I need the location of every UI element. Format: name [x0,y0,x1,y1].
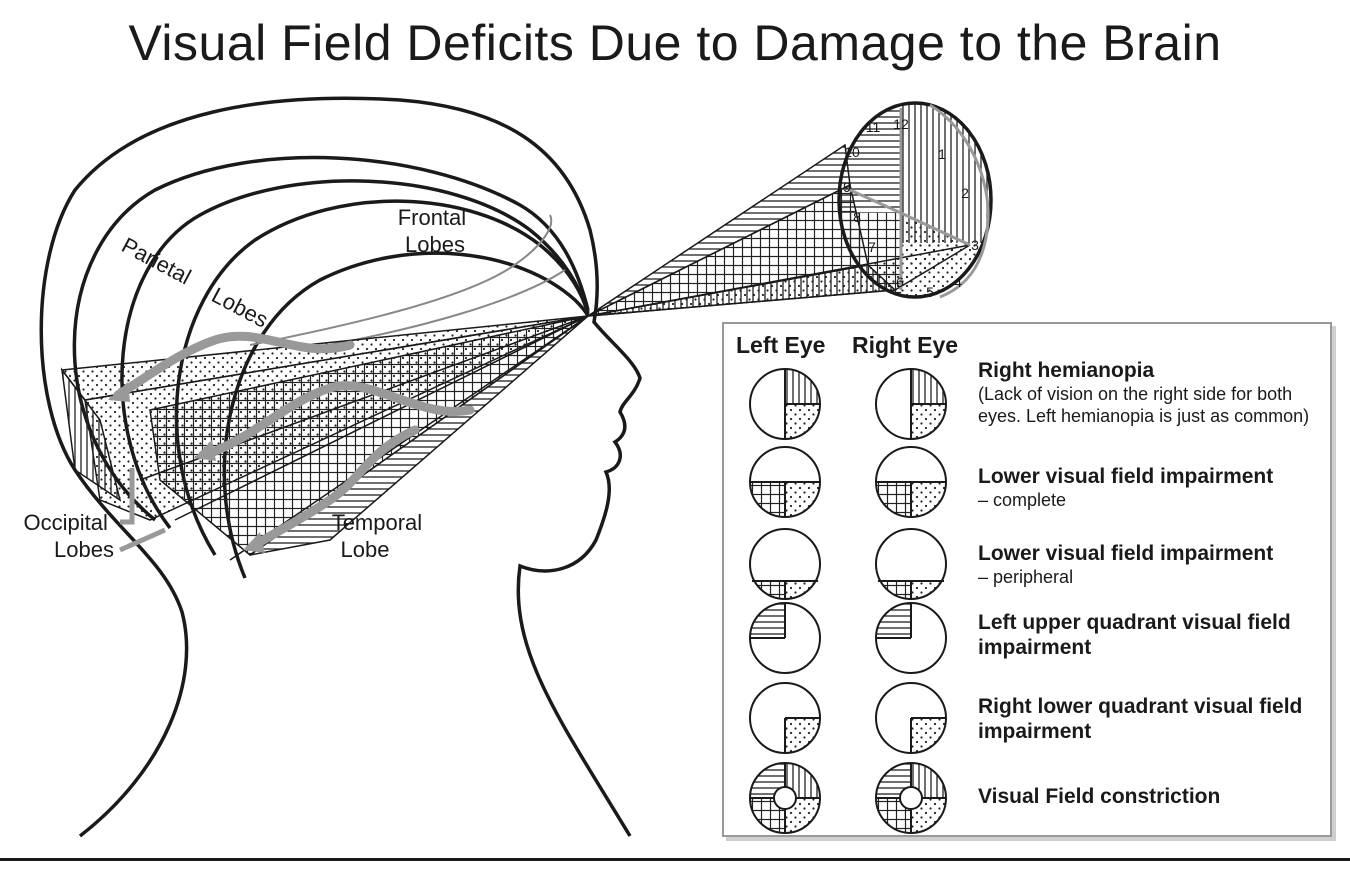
parietal-label: Parietal [118,232,196,289]
clock-number-12: 12 [893,116,909,132]
pathway-arrow [200,381,475,460]
legend-row-lower-peripheral: Lower visual field impairment – peripher… [978,542,1274,587]
left-eye-right-hemianopia-icon [749,368,821,440]
right-eye-right-lower-quadrant-icon [875,682,947,754]
right-eye-right-hemianopia-icon [875,368,947,440]
right-eye-left-upper-quadrant-icon [875,602,947,674]
left-eye-right-lower-quadrant-icon [749,682,821,754]
pathway-arrow [250,425,420,550]
right-eye-header: Right Eye [852,332,959,358]
page-title: Visual Field Deficits Due to Damage to t… [128,15,1222,71]
clock-number-11: 11 [866,119,881,135]
deficit-legend: Left Eye Right Eye Right hemianopia (Lac… [722,322,1332,837]
pathway-arrowhead [108,382,130,402]
parietal-lobes-label: Lobes [208,282,273,332]
frontal-lobe-inner-curve [249,214,553,346]
left-eye-header: Left Eye [736,332,826,358]
right-eye-lower-peripheral-icon [875,528,947,600]
left-eye-lower-peripheral-icon [749,528,821,600]
pathway-arrow [113,331,355,400]
cone-edge-line [174,315,589,521]
pathway-arrowhead [243,532,265,553]
pathway-arrowhead [194,440,216,461]
left-eye-left-upper-quadrant-icon [749,602,821,674]
occipital-lobes-label: Occipital Lobes [24,510,114,562]
legend-row-left-upper-quadrant: Left upper quadrant visual field impairm… [978,611,1291,659]
legend-row-right-lower-quadrant: Right lower quadrant visual field impair… [978,695,1303,743]
visual-field-slice [837,101,993,299]
clock-number-6: 6 [896,274,904,290]
frontal-lobes-label: Frontal Lobes [398,205,473,257]
cone-edge-line [229,315,589,561]
clock-number-3: 3 [971,237,979,253]
right-eye-constriction-icon [875,762,947,834]
legend-row-right-hemianopia: Right hemianopia (Lack of vision on the … [978,359,1310,426]
left-eye-lower-complete-icon [749,446,821,518]
head-silhouette [39,96,642,838]
occipital-pointer [120,468,135,525]
clock-number-8: 8 [853,209,861,225]
clock-numbers: 12 1 2 3 4 5 6 7 8 9 10 11 [843,116,979,300]
temporal-lobe-label: Temporal Lobe [332,510,429,562]
cone-vertical [60,367,122,502]
clock-number-5: 5 [926,284,934,300]
clock-number-9: 9 [843,179,851,195]
clock-number-10: 10 [844,144,860,160]
clock-number-2: 2 [961,185,969,201]
clock-number-7: 7 [868,239,876,255]
bottom-rule [0,858,1350,861]
right-eye-lower-complete-icon [875,446,947,518]
left-eye-constriction-icon [749,762,821,834]
clock-number-1: 1 [938,146,946,162]
legend-row-lower-complete: Lower visual field impairment – complete [978,465,1274,510]
occipital-pointer [118,527,167,553]
clock-number-4: 4 [954,274,962,290]
legend-row-constriction: Visual Field constriction [978,785,1221,808]
